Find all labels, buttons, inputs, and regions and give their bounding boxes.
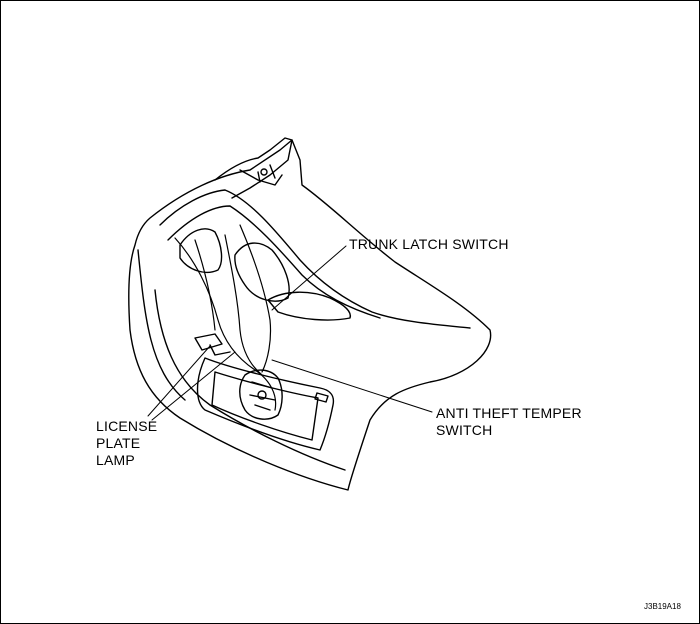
lid-lower-edge — [137, 249, 186, 401]
license-line2: PLATE — [96, 435, 141, 451]
license-plate-recess-inner — [211, 371, 319, 441]
wiring-harness — [174, 234, 277, 411]
latch-assembly — [239, 369, 283, 420]
trunk-handle — [314, 392, 329, 403]
license-plate-recess — [196, 357, 335, 451]
leader-license-lamp-2 — [151, 351, 236, 421]
license-line3: LAMP — [96, 452, 135, 468]
hinge-bolt — [260, 168, 268, 176]
cutout-left — [179, 228, 223, 274]
trunk-latch-switch-label: TRUNK LATCH SWITCH — [349, 236, 509, 253]
leader-anti-theft — [271, 359, 433, 413]
inner-frame-2 — [167, 205, 381, 319]
leader-trunk-latch — [271, 245, 347, 311]
anti-theft-line2: SWITCH — [436, 422, 493, 438]
license-plate-lamp-label: LICENSE PLATE LAMP — [96, 418, 157, 469]
hinge-arm-2 — [239, 164, 283, 186]
latch-bolt — [257, 390, 267, 400]
cutout-mid — [234, 242, 290, 302]
trunk-lid-outline — [128, 139, 492, 491]
license-line1: LICENSE — [96, 418, 158, 434]
cutout-right — [267, 291, 352, 321]
wiring-harness-2 — [194, 224, 272, 373]
latch-detail — [249, 381, 276, 411]
anti-theft-line1: ANTI THEFT TEMPER — [436, 405, 582, 421]
license-lamp-bracket — [194, 333, 231, 356]
trunk-latch-switch-text: TRUNK LATCH SWITCH — [349, 236, 509, 252]
anti-theft-switch-label: ANTI THEFT TEMPER SWITCH — [436, 405, 582, 439]
figure-code: J3B19A18 — [644, 602, 681, 611]
leader-license-lamp-1 — [147, 345, 211, 417]
inner-frame — [159, 189, 471, 329]
lid-inner-contour — [154, 289, 346, 471]
hinge-arm — [214, 137, 293, 199]
